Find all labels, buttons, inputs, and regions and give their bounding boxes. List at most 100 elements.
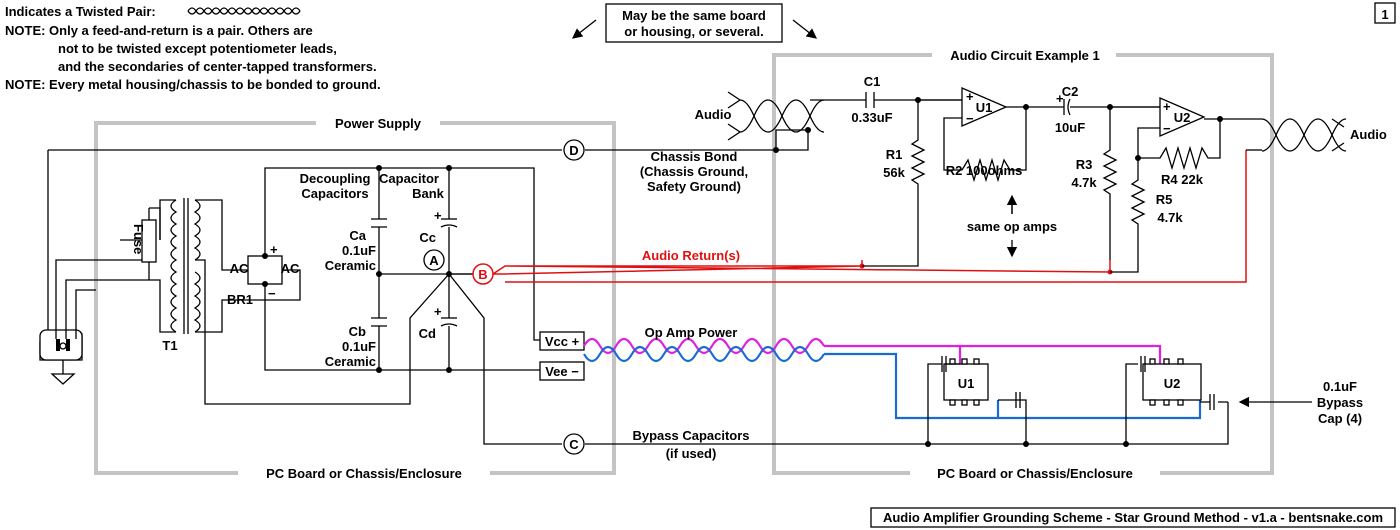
vee-twisted-wire: [583, 345, 825, 363]
audio-return-label: Audio Return(s): [642, 248, 740, 263]
resistor-r1: [910, 100, 926, 200]
svg-text:Ceramic: Ceramic: [325, 258, 376, 273]
board-note-line-1: May be the same board: [622, 8, 766, 23]
svg-text:A: A: [429, 253, 439, 268]
bypass-cap-u1-vee: [998, 392, 1027, 444]
board-note-box: [605, 3, 783, 43]
audio-circuit-title: Audio Circuit Example 1: [950, 48, 1100, 63]
note-line-3: and the secondaries of center-tapped tra…: [58, 59, 377, 74]
audio-return-wires: [492, 150, 1247, 283]
br1-plus: +: [270, 242, 278, 257]
note-line-1: NOTE: Only a feed-and-return is a pair. …: [5, 23, 313, 38]
audio-circuit-enclosure: [772, 53, 1274, 475]
svg-text:56k: 56k: [883, 165, 905, 180]
r2-label: R2 100ohms: [946, 163, 1023, 178]
svg-text:U1: U1: [976, 100, 993, 115]
svg-text:Cap (4): Cap (4): [1318, 411, 1362, 426]
earth-ground-icon: [50, 360, 76, 385]
resistor-r5: [1130, 158, 1146, 230]
r1-label: R1: [886, 147, 903, 162]
br1-label: BR1: [227, 292, 253, 307]
svg-text:U1: U1: [958, 376, 975, 391]
bypass-cap-u1-vcc: [927, 356, 960, 444]
bypass-cap-u2-vee: [1200, 394, 1228, 410]
svg-text:B: B: [478, 267, 487, 282]
board-note-arrow-right: [792, 19, 818, 39]
pc-board-label-right: PC Board or Chassis/Enclosure: [937, 466, 1133, 481]
fuse-label: Fuse: [131, 224, 146, 254]
svg-text:4.7k: 4.7k: [1157, 210, 1183, 225]
audio-out-connector: [1331, 118, 1345, 152]
svg-text:Bypass: Bypass: [1317, 395, 1363, 410]
transformer-primary: [170, 199, 178, 333]
chassis-bond-label: Chassis Bond: [651, 149, 738, 164]
opamp-u2: [1159, 97, 1206, 137]
cd-label: Cd: [419, 326, 436, 341]
note-line-2: not to be twisted except potentiometer l…: [58, 41, 337, 56]
cc-label: Cc: [419, 230, 436, 245]
pc-board-label-left: PC Board or Chassis/Enclosure: [266, 466, 462, 481]
cap-ca: [371, 218, 387, 228]
cb-label: Cb: [349, 324, 366, 339]
svg-text:−: −: [966, 111, 974, 126]
svg-text:U2: U2: [1174, 110, 1191, 125]
board-note-line-2: or housing, or several.: [624, 24, 763, 39]
u1-chip: U1: [943, 358, 989, 406]
footer-box: [870, 507, 1396, 528]
power-supply-title: Power Supply: [335, 116, 422, 131]
footer-title: Audio Amplifier Grounding Scheme - Star …: [883, 510, 1383, 525]
ac-right-label: AC: [281, 261, 300, 276]
svg-text:U2: U2: [1164, 376, 1181, 391]
svg-text:Vee −: Vee −: [545, 364, 579, 379]
bypass-note: 0.1uF: [1323, 379, 1357, 394]
node-a: [423, 249, 445, 271]
br1-minus: −: [268, 286, 276, 301]
c1-label: C1: [864, 74, 881, 89]
audio-out-label: Audio: [1350, 127, 1387, 142]
svg-text:10uF: 10uF: [1055, 120, 1085, 135]
cap-c2: [1060, 98, 1160, 116]
r3-label: R3: [1076, 157, 1093, 172]
resistor-r4: [1110, 106, 1262, 171]
t1-label: T1: [162, 338, 177, 353]
audio-in-label: Audio: [695, 107, 732, 122]
svg-text:+: +: [966, 89, 974, 104]
svg-text:4.7k: 4.7k: [1071, 175, 1097, 190]
bridge-rectifier: [247, 255, 283, 285]
same-op-amps-label: same op amps: [967, 219, 1057, 234]
svg-text:C: C: [569, 437, 579, 452]
page-number-box: [1374, 2, 1396, 24]
note-line-4: NOTE: Every metal housing/chassis to be …: [5, 77, 381, 92]
chassis-bond-sub1: (Chassis Ground,: [640, 164, 748, 179]
svg-text:+: +: [434, 208, 442, 223]
opamp-u1: [961, 87, 1008, 127]
cap-cb: [371, 317, 387, 327]
svg-text:0.33uF: 0.33uF: [851, 110, 892, 125]
svg-text:+: +: [434, 304, 442, 319]
ca-label: Ca: [349, 228, 366, 243]
page-number: 1: [1381, 7, 1388, 22]
chassis-bond-sub2: Safety Ground): [647, 179, 741, 194]
node-c: [563, 433, 585, 455]
r4-label: R4 22k: [1161, 172, 1204, 187]
board-note-arrow-left: [571, 19, 597, 39]
capacitor-bank-label: Capacitor: [379, 171, 439, 186]
svg-text:+: +: [1056, 91, 1064, 106]
resistor-r3: [1102, 107, 1118, 260]
transformer-secondary: [193, 199, 201, 333]
vcc-twisted-wire: [583, 337, 825, 355]
cap-c1: [865, 92, 875, 108]
bypass-caps-label: Bypass Capacitors: [632, 428, 749, 443]
node-d: [563, 139, 585, 161]
u2-chip: U2: [1142, 358, 1202, 406]
bypass-cap-u2-vcc: [1125, 356, 1146, 444]
twisted-pair-note: Indicates a Twisted Pair:: [5, 4, 156, 19]
svg-text:0.1uF: 0.1uF: [342, 339, 376, 354]
resistor-r2: [918, 99, 1060, 183]
svg-text:D: D: [569, 143, 578, 158]
power-supply-enclosure: [94, 121, 616, 475]
r5-label: R5: [1156, 192, 1173, 207]
op-amp-power-label: Op Amp Power: [645, 325, 738, 340]
decoupling-label: Decoupling: [300, 171, 371, 186]
